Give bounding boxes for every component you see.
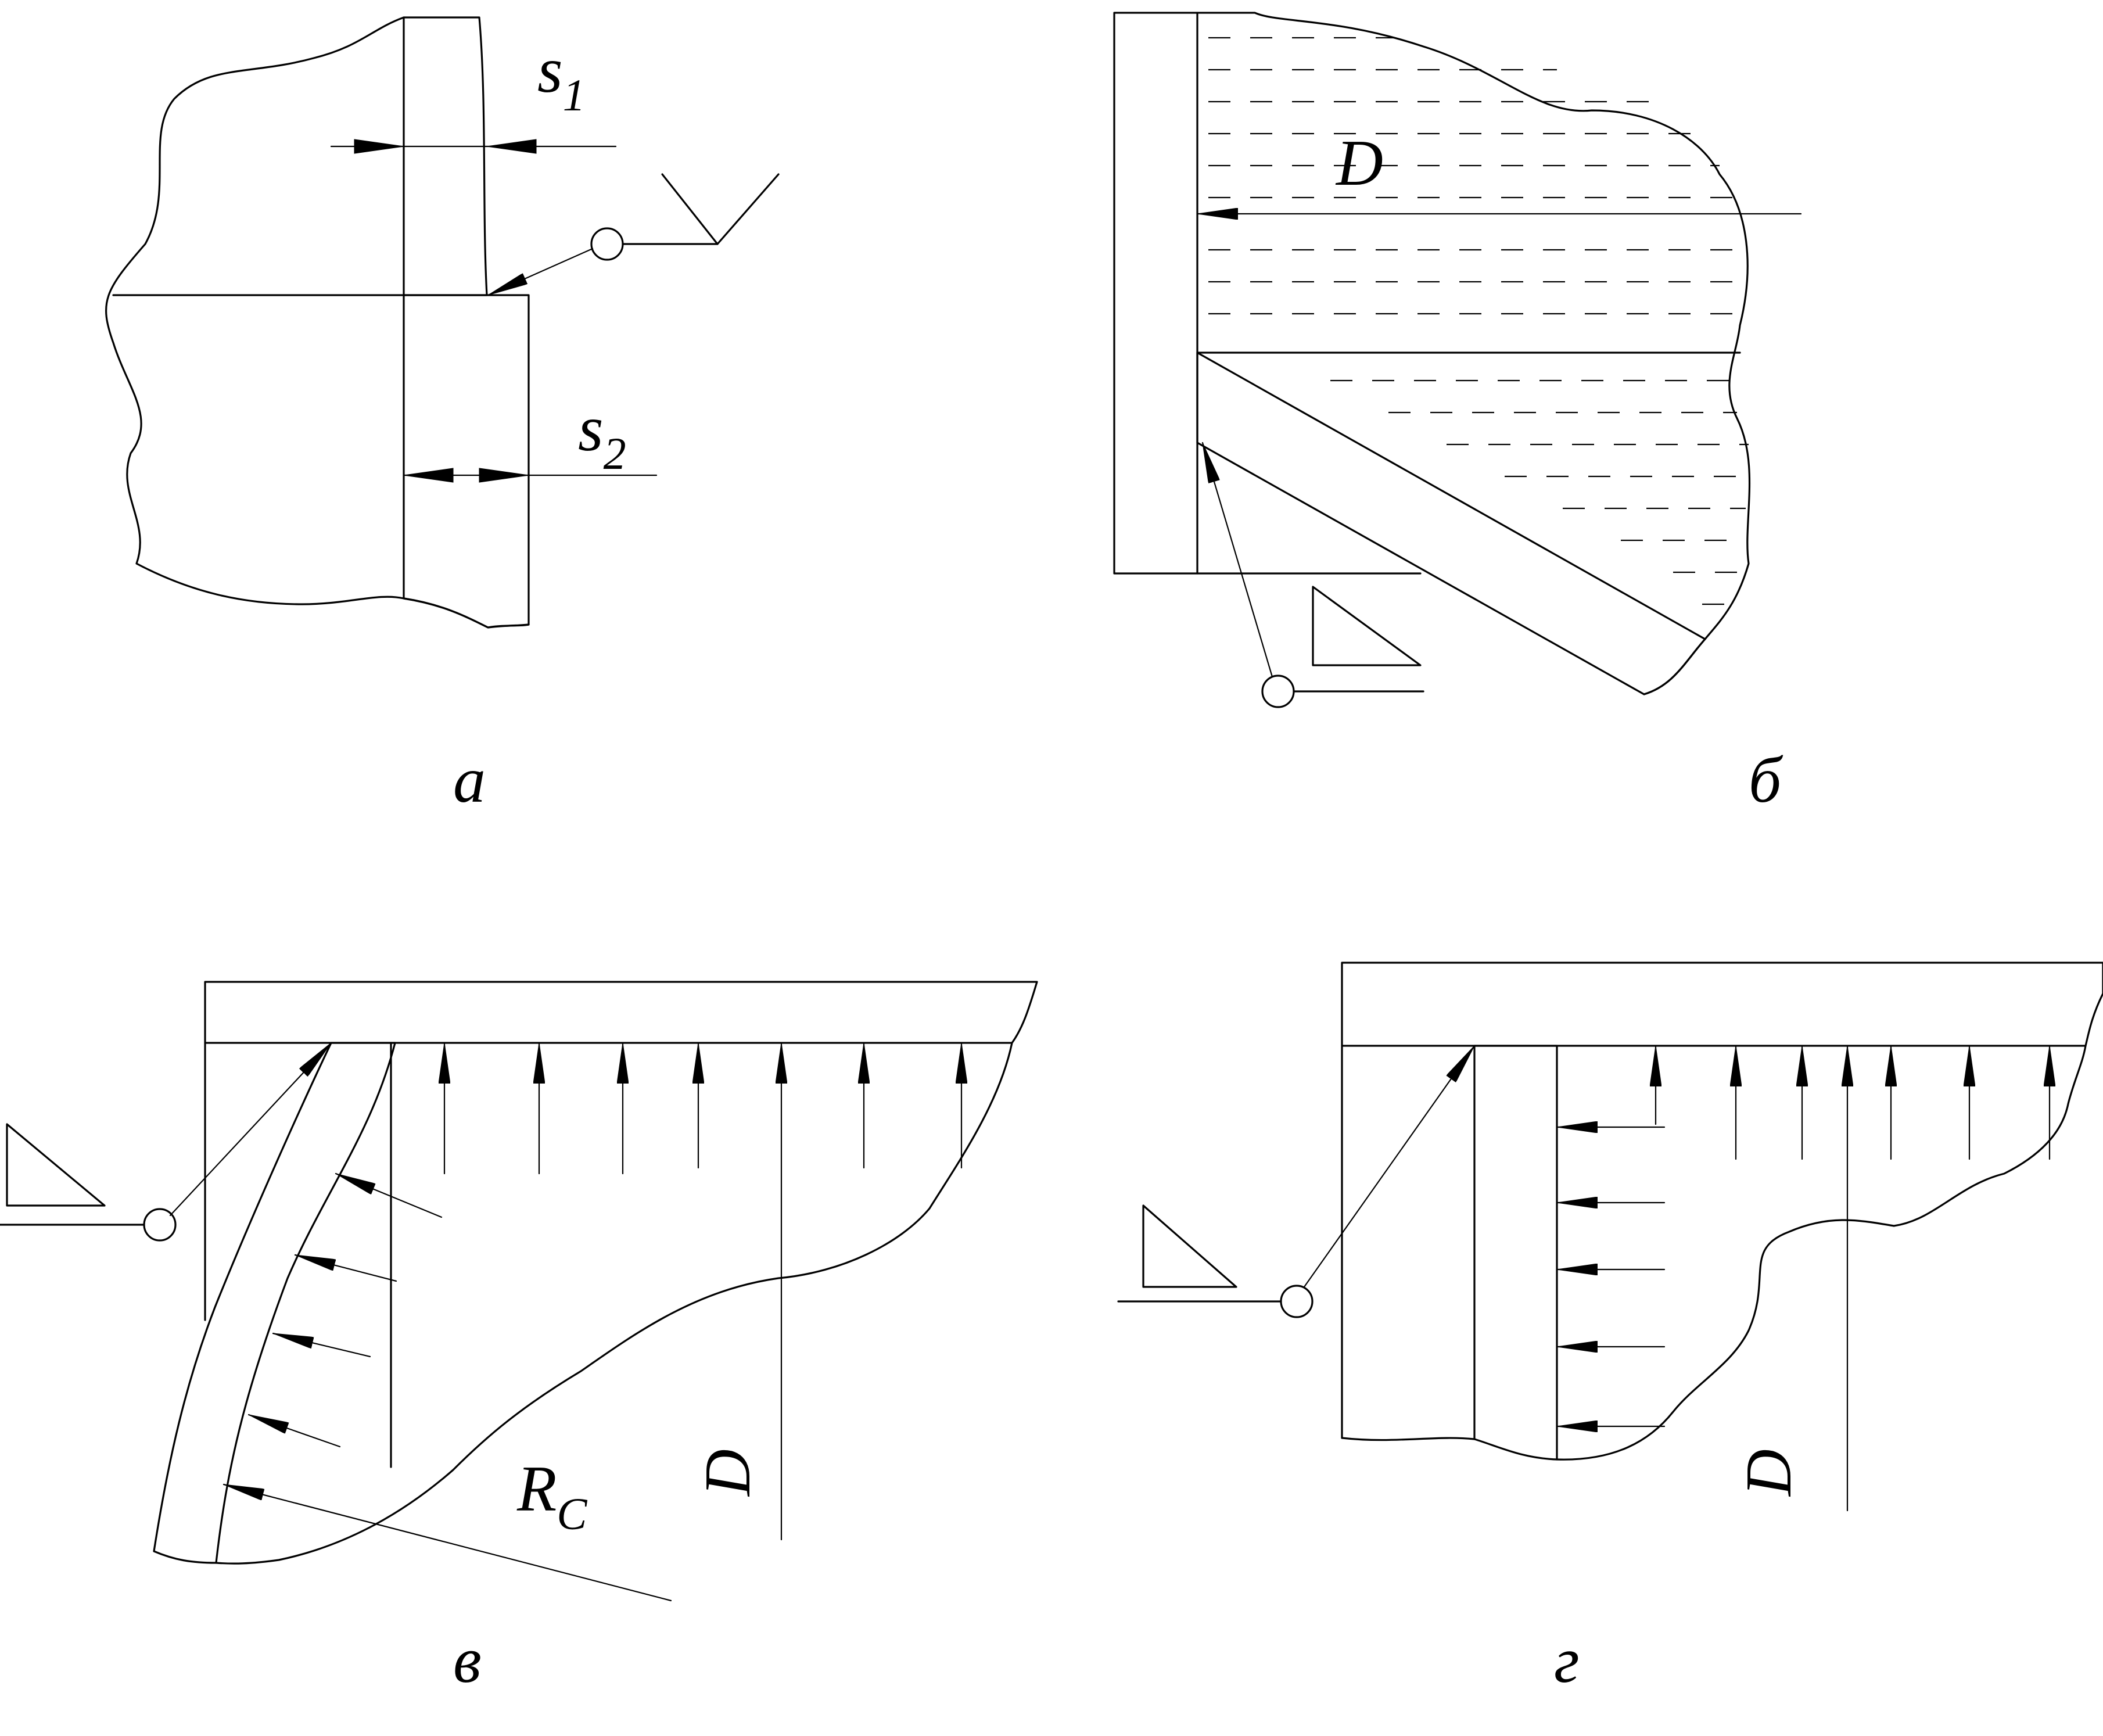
weld-leader xyxy=(487,248,594,296)
pressure-arrows-horizontal xyxy=(1556,1127,1666,1426)
top-plate xyxy=(204,981,1038,1044)
pressure-arrows-normal xyxy=(222,1172,672,1602)
vertical-wall xyxy=(1473,1045,1558,1461)
panel-v: D RC в xyxy=(0,981,1038,1696)
inclined-plate xyxy=(1196,351,1706,695)
weld-symbol-circle xyxy=(1280,1285,1314,1318)
weld-leader xyxy=(169,1042,332,1217)
dimension-s1-arrows xyxy=(354,139,537,154)
weld-leader xyxy=(1201,442,1273,678)
diameter-label: D xyxy=(692,1449,764,1497)
radius-label: RC xyxy=(516,1453,587,1539)
weld-symbol-circle xyxy=(143,1208,177,1242)
weld-symbol-circle xyxy=(590,227,624,261)
fillet-weld-icon xyxy=(1142,1204,1237,1288)
break-outline xyxy=(215,1042,1013,1565)
diameter-label: D xyxy=(1733,1449,1805,1497)
liquid-region-outline xyxy=(1196,12,1751,695)
dimension-s2-arrows xyxy=(403,468,529,483)
panel-a: s1 s2 а xyxy=(105,16,780,816)
vertical-wall xyxy=(1113,12,1198,575)
v-groove-weld-icon xyxy=(661,173,780,245)
panel-v-label: в xyxy=(453,1624,482,1696)
pressure-arrows-vertical xyxy=(1656,1045,2050,1160)
dimension-s2-label: s2 xyxy=(578,393,626,479)
fillet-weld-icon xyxy=(6,1123,106,1207)
curved-wall xyxy=(153,1042,396,1564)
break-outline xyxy=(105,16,530,629)
diameter-label: D xyxy=(1335,127,1383,199)
lower-plate xyxy=(403,294,530,629)
panel-b-label: б xyxy=(1749,744,1783,816)
upper-plate xyxy=(403,16,488,296)
weld-leader xyxy=(1303,1045,1476,1288)
panel-b: D б xyxy=(1113,12,1802,816)
break-outline xyxy=(1341,1045,2087,1461)
panel-a-label: а xyxy=(453,744,486,816)
panel-g-label: г xyxy=(1554,1624,1580,1696)
weld-symbol-circle xyxy=(1261,675,1295,708)
pressure-arrows-vertical xyxy=(444,1042,961,1175)
dimension-s1-label: s1 xyxy=(537,34,586,120)
top-plate xyxy=(1341,962,2103,1047)
fillet-weld-icon xyxy=(1312,586,1422,666)
liquid-dashes xyxy=(1208,37,1749,605)
panel-g: D г xyxy=(1117,962,2103,1696)
